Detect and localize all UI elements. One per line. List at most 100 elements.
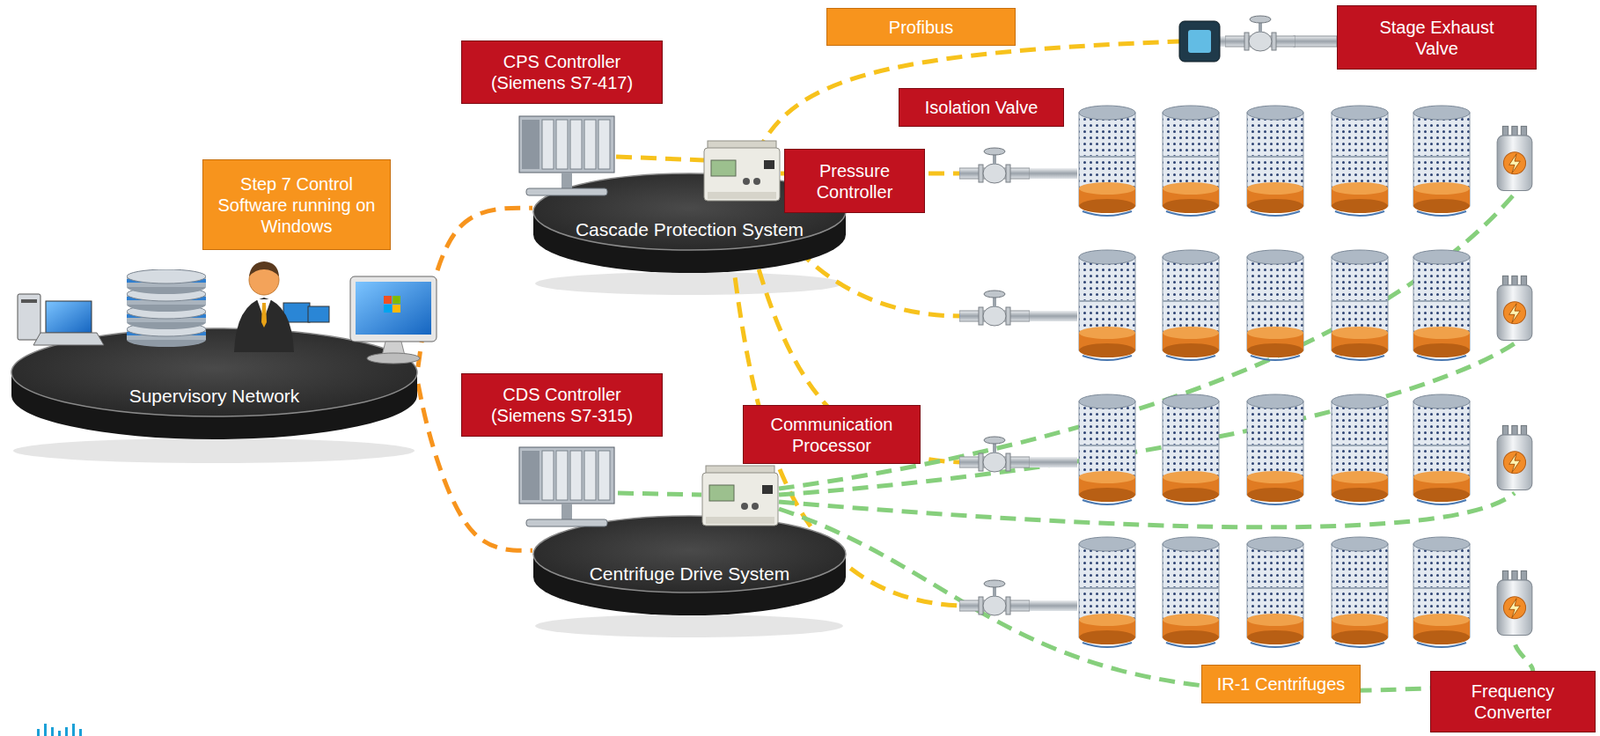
network-link xyxy=(418,207,533,367)
node-label: IR-1 Centrifuges xyxy=(1217,673,1346,695)
centrifuge xyxy=(1078,536,1136,647)
centrifuge xyxy=(1247,394,1304,505)
operator-tie xyxy=(261,302,267,328)
system-platform: Centrifuge Drive System xyxy=(532,514,847,617)
isolation-valve xyxy=(959,290,1030,326)
drive-line xyxy=(778,508,1534,691)
profibus-lines xyxy=(726,41,1180,606)
centrifuge xyxy=(1162,394,1219,505)
drive-line xyxy=(617,492,702,495)
node-label: Stage Exhaust Valve xyxy=(1366,16,1508,59)
pc-tower xyxy=(17,293,41,340)
windows-logo xyxy=(392,304,401,313)
small-monitor xyxy=(308,306,330,323)
node-label: Step 7 Control Software running on Windo… xyxy=(217,173,376,237)
windows-logo xyxy=(383,304,392,313)
software-label: Step 7 Control Software running on Windo… xyxy=(202,159,391,250)
plc-rack xyxy=(519,447,615,527)
centrifuge xyxy=(1078,105,1136,216)
centrifuge xyxy=(1247,249,1304,360)
chip-icon xyxy=(1179,21,1220,62)
logo-bar xyxy=(36,728,40,736)
centrifuge xyxy=(1162,536,1219,647)
pipe xyxy=(1027,310,1078,322)
centrifuge xyxy=(1331,394,1388,505)
platform-top xyxy=(533,515,846,593)
isolation-valve xyxy=(959,579,1030,616)
logo-bar xyxy=(79,728,82,736)
pc-drive xyxy=(21,299,37,303)
component-label: Communication Processor xyxy=(742,404,921,464)
profibus-line xyxy=(756,41,1180,155)
centrifuge xyxy=(1413,249,1470,360)
frequency-converter xyxy=(1497,125,1533,191)
small-monitor xyxy=(283,302,310,323)
bus-label: Profibus xyxy=(826,7,1016,46)
server-disk xyxy=(126,304,206,330)
drive-line xyxy=(778,492,1515,528)
centrifuge xyxy=(1331,536,1388,647)
operator-hair xyxy=(249,261,279,277)
isolation-valve xyxy=(959,436,1030,472)
node-label: CDS Controller (Siemens S7-315) xyxy=(470,383,654,426)
equipment-label: IR-1 Centrifuges xyxy=(1201,664,1361,704)
node-label: Frequency Converter xyxy=(1439,680,1586,723)
windows-logo xyxy=(392,295,401,304)
node-label: Centrifuge Drive System xyxy=(589,562,791,585)
chip-core xyxy=(1188,29,1212,53)
logo-bar xyxy=(72,723,75,736)
laptop-screen xyxy=(45,300,92,333)
centrifuge xyxy=(1331,105,1388,216)
pipe xyxy=(1027,168,1078,179)
pipe xyxy=(1027,600,1078,611)
component-label: Frequency Converter xyxy=(1430,670,1596,733)
logo-bar xyxy=(65,726,68,736)
centrifuge xyxy=(1413,394,1470,505)
centrifuge xyxy=(1413,536,1470,647)
centrifuge xyxy=(1247,536,1304,647)
operator-head xyxy=(249,264,279,295)
centrifuge xyxy=(1162,105,1219,216)
node-label: Pressure Controller xyxy=(793,160,916,203)
logo-bar xyxy=(44,723,47,736)
centrifuge xyxy=(1247,105,1304,216)
component-label: Isolation Valve xyxy=(898,88,1065,127)
platform-shadow xyxy=(535,271,844,295)
controller-label: CDS Controller (Siemens S7-315) xyxy=(461,373,663,437)
platform-top xyxy=(11,328,418,417)
node-label: Communication Processor xyxy=(752,413,911,456)
logo-bar xyxy=(51,726,54,736)
node-label: Supervisory Network xyxy=(129,384,301,407)
platform-shadow xyxy=(13,438,415,463)
controller-label: CPS Controller (Siemens S7-417) xyxy=(461,40,663,104)
logo-bars xyxy=(36,723,82,736)
server-disk xyxy=(126,269,206,294)
component-label: Pressure Controller xyxy=(784,148,925,213)
monitor-screen xyxy=(355,281,432,335)
pipe xyxy=(1027,456,1078,468)
pipe xyxy=(1293,36,1337,47)
profibus-line xyxy=(616,156,705,161)
exhaust-valve xyxy=(1225,15,1296,52)
centrifuge xyxy=(1331,249,1388,360)
centrifuge xyxy=(1413,105,1470,216)
centrifuge xyxy=(1162,249,1219,360)
node-label: CPS Controller (Siemens S7-417) xyxy=(470,51,654,94)
server-disk xyxy=(126,286,206,312)
platform-outline xyxy=(10,327,419,441)
windows-monitor xyxy=(350,276,437,342)
node-label: Profibus xyxy=(888,16,954,38)
logo-bar xyxy=(58,730,61,736)
centrifuge xyxy=(1078,249,1136,360)
pipe xyxy=(1218,36,1229,47)
node-label: Isolation Valve xyxy=(924,96,1039,118)
frequency-converter xyxy=(1497,275,1533,340)
platform-top xyxy=(533,173,846,250)
platform-shadow xyxy=(535,614,844,638)
component-label: Stage Exhaust Valve xyxy=(1336,5,1537,70)
isolation-valve xyxy=(959,147,1030,184)
centrifuge xyxy=(1078,394,1136,505)
node-label: Cascade Protection System xyxy=(575,218,804,241)
operator-shirt xyxy=(256,299,272,319)
